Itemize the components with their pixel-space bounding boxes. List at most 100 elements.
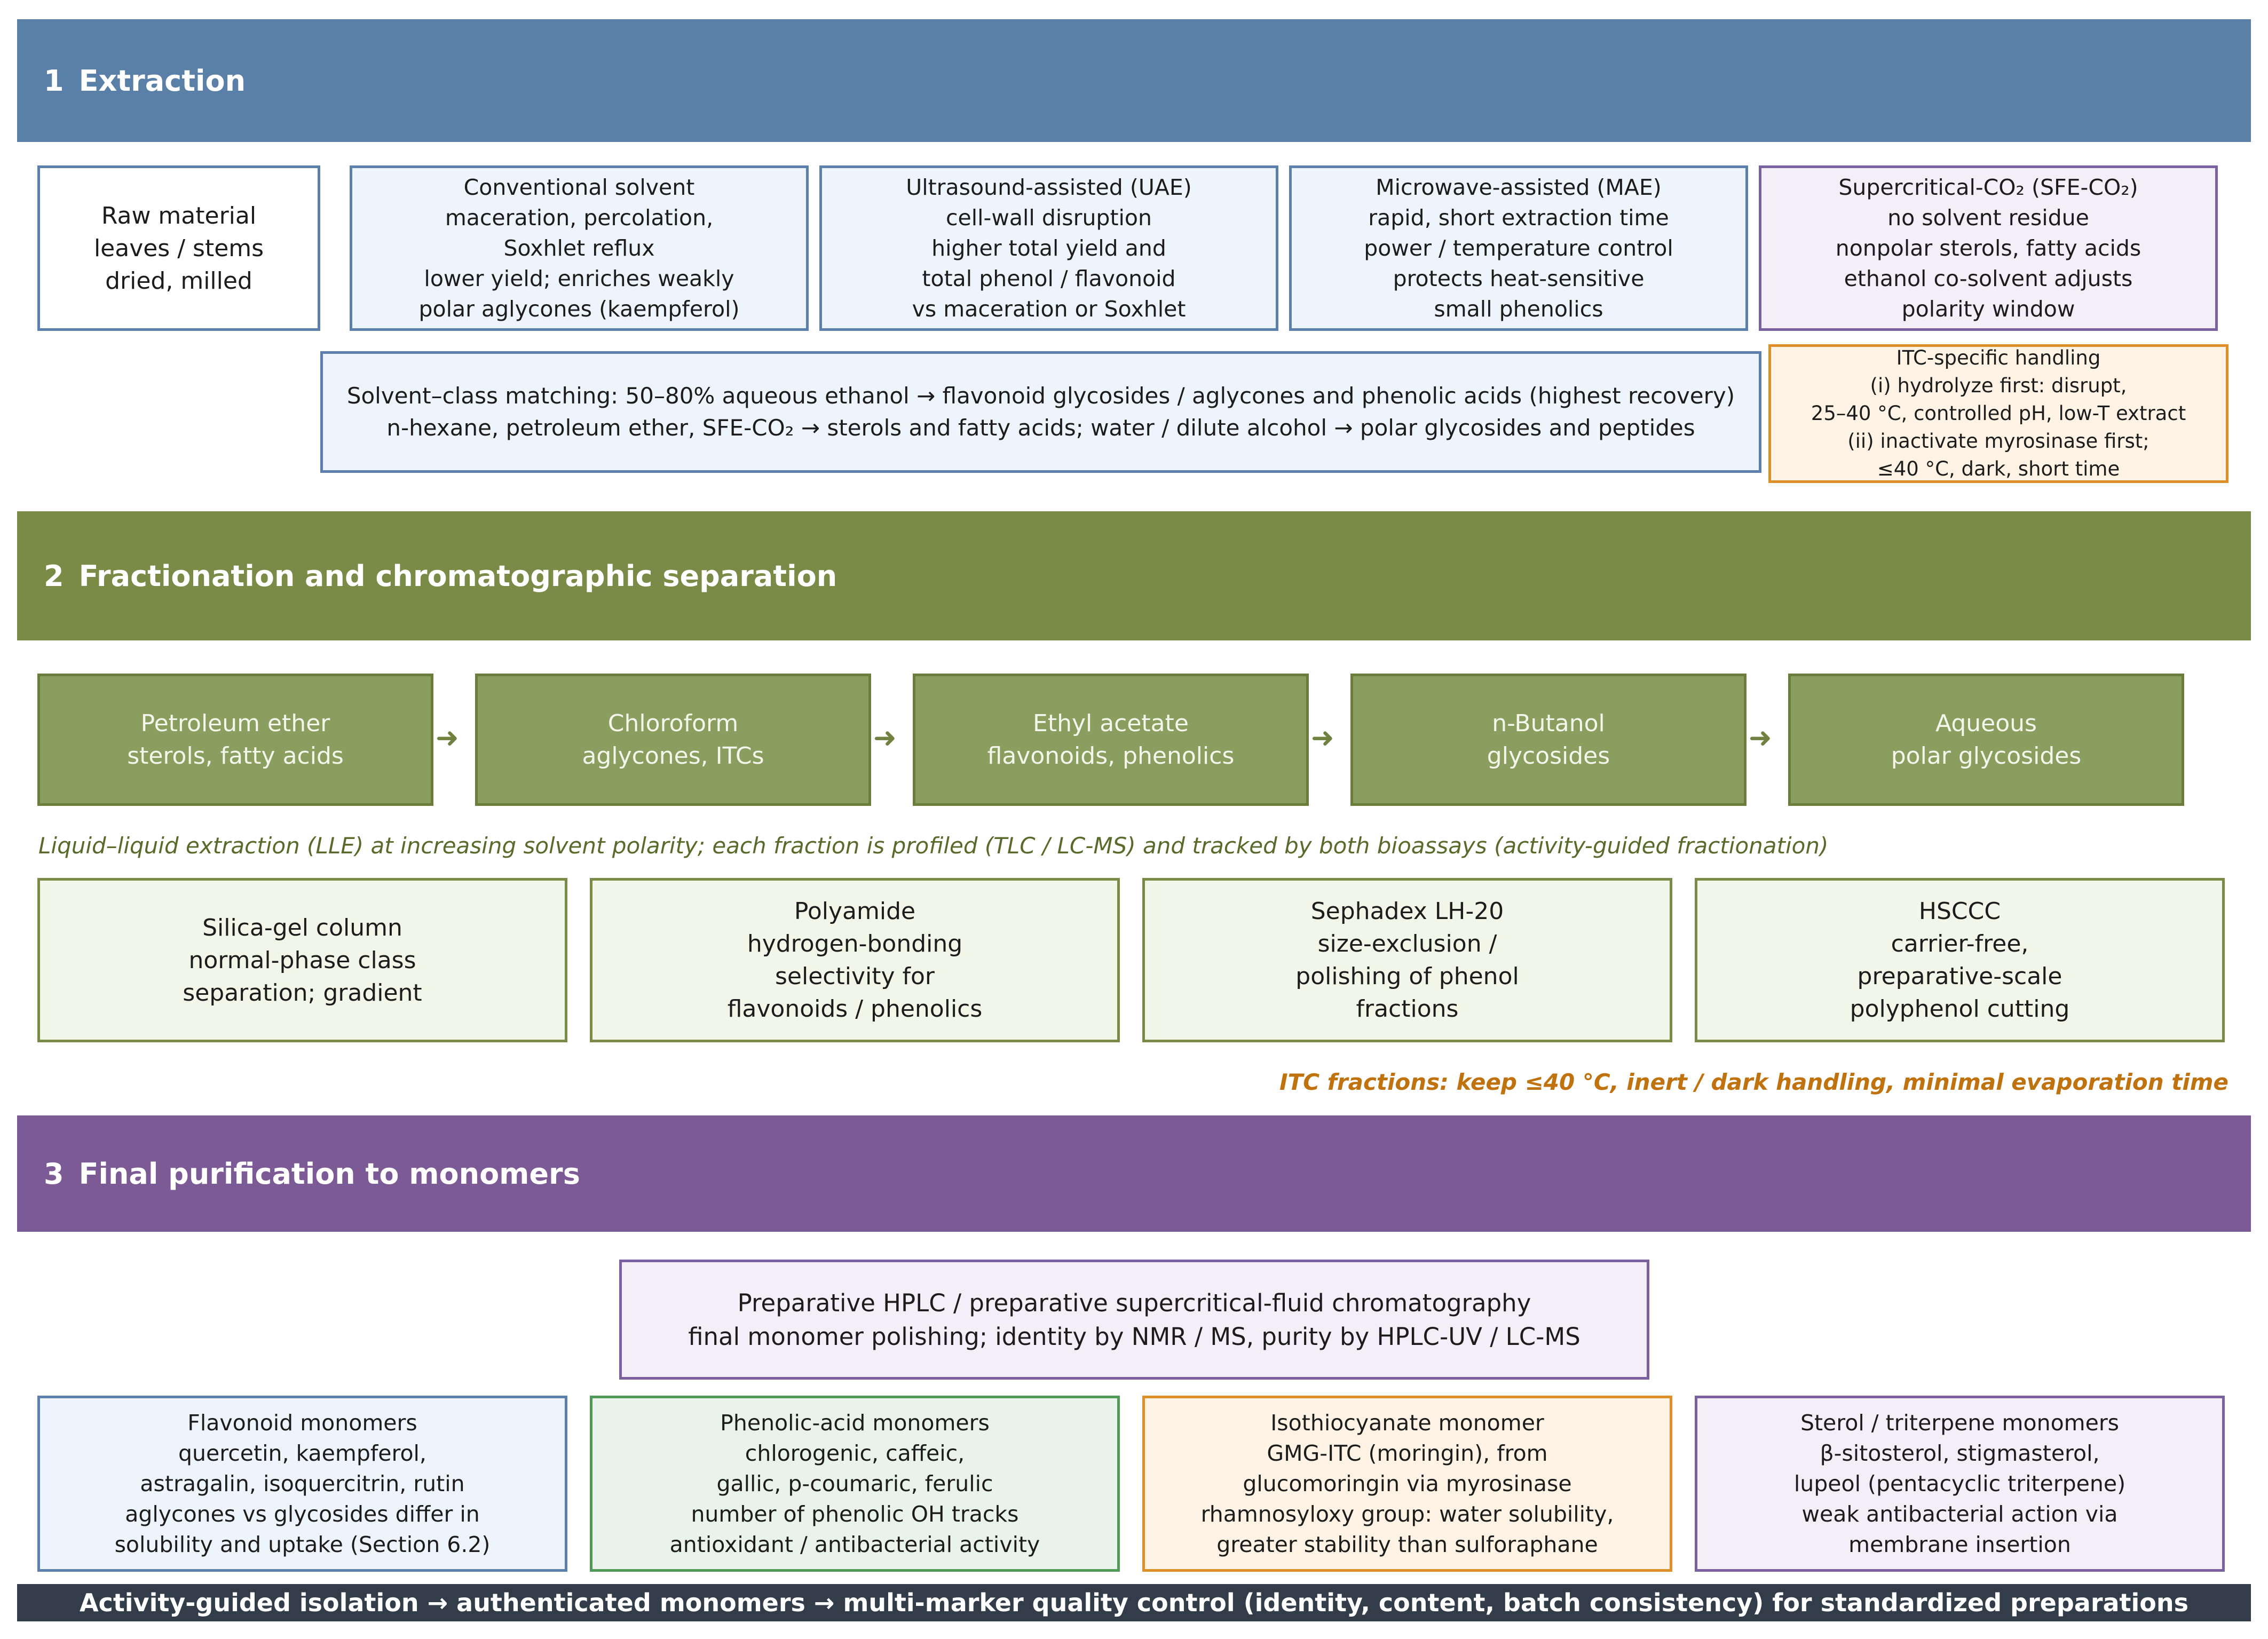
lle-step-n-butanol: n-Butanol glycosides: [1350, 674, 1747, 806]
monomer-box-phenolic-acid: Phenolic-acid monomers chlorogenic, caff…: [590, 1396, 1120, 1572]
monomer-box-sterol: Sterol / triterpene monomers β-sitostero…: [1695, 1396, 2225, 1572]
box-line: glycosides: [1487, 742, 1610, 770]
box-line: fractions: [1356, 995, 1459, 1023]
section-title: Extraction: [78, 64, 246, 98]
box-line: power / temperature control: [1364, 235, 1673, 261]
box-line: small phenolics: [1434, 296, 1603, 322]
box-line: Sephadex LH-20: [1310, 898, 1504, 925]
section-title: Fractionation and chromatographic separa…: [78, 559, 837, 593]
box-line: polar glycosides: [1891, 742, 2082, 770]
box-line: polarity window: [1901, 296, 2075, 322]
box-line: gallic, p-coumaric, ferulic: [716, 1470, 993, 1497]
box-line: cell-wall disruption: [946, 204, 1152, 231]
box-line: Flavonoid monomers: [187, 1410, 417, 1436]
box-line: polyphenol cutting: [1850, 995, 2070, 1023]
box-line: Soxhlet reflux: [503, 235, 655, 261]
box-line: β-sitosterol, stigmasterol,: [1820, 1440, 2100, 1466]
box-line: rhamnosyloxy group: water solubility,: [1200, 1501, 1614, 1527]
box-line: glucomoringin via myrosinase: [1243, 1470, 1572, 1497]
box-line: lower yield; enriches weakly: [424, 265, 734, 291]
box-line: quercetin, kaempferol,: [178, 1440, 426, 1466]
box-line: separation; gradient: [183, 979, 422, 1007]
right-arrow-icon: ➜: [436, 722, 459, 754]
lle-step-chloroform: Chloroform aglycones, ITCs: [475, 674, 871, 806]
section-title: Final purification to monomers: [78, 1157, 580, 1191]
section-number: 1: [44, 64, 64, 98]
lle-note: Liquid–liquid extraction (LLE) at increa…: [38, 833, 1829, 859]
box-line: chlorogenic, caffeic,: [745, 1440, 965, 1466]
box-line: Petroleum ether: [140, 710, 330, 737]
section-number: 2: [44, 559, 64, 593]
box-line: size-exclusion /: [1317, 930, 1497, 957]
box-line: sterols, fatty acids: [127, 742, 344, 770]
box-line: ≤40 °C, dark, short time: [1877, 457, 2120, 480]
box-line: leaves / stems: [93, 234, 264, 262]
box-line: astragalin, isoquercitrin, rutin: [140, 1470, 465, 1497]
footer-banner: Activity-guided isolation → authenticate…: [17, 1584, 2251, 1621]
box-line: maceration, percolation,: [445, 204, 714, 231]
box-line: aglycones vs glycosides differ in: [125, 1501, 480, 1527]
box-line: ITC-specific handling: [1896, 346, 2101, 369]
box-line: no solvent residue: [1887, 204, 2089, 231]
box-line: n-Butanol: [1492, 710, 1605, 737]
itc-fraction-note: ITC fractions: keep ≤40 °C, inert / dark…: [1279, 1069, 2229, 1095]
column-box-polyamide: Polyamide hydrogen-bonding selectivity f…: [590, 878, 1120, 1042]
method-box-conventional: Conventional solvent maceration, percola…: [350, 165, 809, 331]
box-line: Sterol / triterpene monomers: [1800, 1410, 2120, 1436]
method-box-sfe: Supercritical-CO₂ (SFE-CO₂) no solvent r…: [1759, 165, 2218, 331]
right-arrow-icon: ➜: [1749, 722, 1772, 754]
box-line: Polyamide: [794, 898, 916, 925]
hplc-box: Preparative HPLC / preparative supercrit…: [619, 1260, 1649, 1380]
solvent-matching-box: Solvent–class matching: 50–80% aqueous e…: [320, 351, 1761, 473]
box-line: total phenol / flavonoid: [922, 265, 1176, 291]
box-line: membrane insertion: [1848, 1531, 2071, 1557]
box-line: Solvent–class matching: 50–80% aqueous e…: [346, 383, 1735, 409]
right-arrow-icon: ➜: [1311, 722, 1334, 754]
box-line: normal-phase class: [188, 946, 416, 974]
box-line: protects heat-sensitive: [1393, 265, 1645, 291]
box-line: flavonoids / phenolics: [727, 995, 983, 1023]
box-line: Silica-gel column: [202, 914, 402, 941]
box-line: GMG-ITC (moringin), from: [1267, 1440, 1548, 1466]
box-line: flavonoids, phenolics: [987, 742, 1235, 770]
box-line: number of phenolic OH tracks: [691, 1501, 1019, 1527]
method-box-mae: Microwave-assisted (MAE) rapid, short ex…: [1289, 165, 1748, 331]
box-line: aglycones, ITCs: [582, 742, 764, 770]
box-line: preparative-scale: [1857, 963, 2062, 990]
lle-step-petroleum-ether: Petroleum ether sterols, fatty acids: [37, 674, 433, 806]
box-line: Preparative HPLC / preparative supercrit…: [737, 1288, 1531, 1317]
section-1-header: 1 Extraction: [17, 19, 2251, 142]
box-line: solubility and uptake (Section 6.2): [114, 1531, 491, 1557]
column-box-hsccc: HSCCC carrier-free, preparative-scale po…: [1695, 878, 2225, 1042]
monomer-box-isothiocyanate: Isothiocyanate monomer GMG-ITC (moringin…: [1142, 1396, 1672, 1572]
box-line: n-hexane, petroleum ether, SFE-CO₂ → ste…: [386, 415, 1695, 441]
lle-step-ethyl-acetate: Ethyl acetate flavonoids, phenolics: [913, 674, 1309, 806]
box-line: Phenolic-acid monomers: [720, 1410, 990, 1436]
box-line: final monomer polishing; identity by NMR…: [688, 1322, 1581, 1351]
box-line: nonpolar sterols, fatty acids: [1835, 235, 2141, 261]
box-line: polar aglycones (kaempferol): [418, 296, 740, 322]
box-line: polishing of phenol: [1295, 963, 1519, 990]
box-line: antioxidant / antibacterial activity: [669, 1531, 1040, 1557]
box-line: greater stability than sulforaphane: [1216, 1531, 1598, 1557]
box-line: weak antibacterial action via: [1801, 1501, 2118, 1527]
lle-step-aqueous: Aqueous polar glycosides: [1788, 674, 2184, 806]
box-line: Chloroform: [607, 710, 739, 737]
box-line: selectivity for: [775, 963, 935, 990]
box-line: ethanol co-solvent adjusts: [1844, 265, 2133, 291]
box-line: higher total yield and: [931, 235, 1166, 261]
itc-handling-box: ITC-specific handling (i) hydrolyze firs…: [1768, 344, 2229, 483]
box-line: lupeol (pentacyclic triterpene): [1793, 1470, 2126, 1497]
box-line: carrier-free,: [1891, 930, 2029, 957]
monomer-box-flavonoid: Flavonoid monomers quercetin, kaempferol…: [37, 1396, 567, 1572]
box-line: Ethyl acetate: [1033, 710, 1189, 737]
column-box-sephadex: Sephadex LH-20 size-exclusion / polishin…: [1142, 878, 1672, 1042]
box-line: hydrogen-bonding: [747, 930, 963, 957]
box-line: (ii) inactivate myrosinase first;: [1847, 430, 2150, 453]
box-line: (i) hydrolyze first: disrupt,: [1870, 374, 2127, 397]
column-box-silica: Silica-gel column normal-phase class sep…: [37, 878, 567, 1042]
box-line: HSCCC: [1918, 898, 2001, 925]
box-line: Conventional solvent: [463, 174, 695, 200]
box-line: dried, milled: [105, 267, 252, 295]
section-2-header: 2 Fractionation and chromatographic sepa…: [17, 511, 2251, 640]
